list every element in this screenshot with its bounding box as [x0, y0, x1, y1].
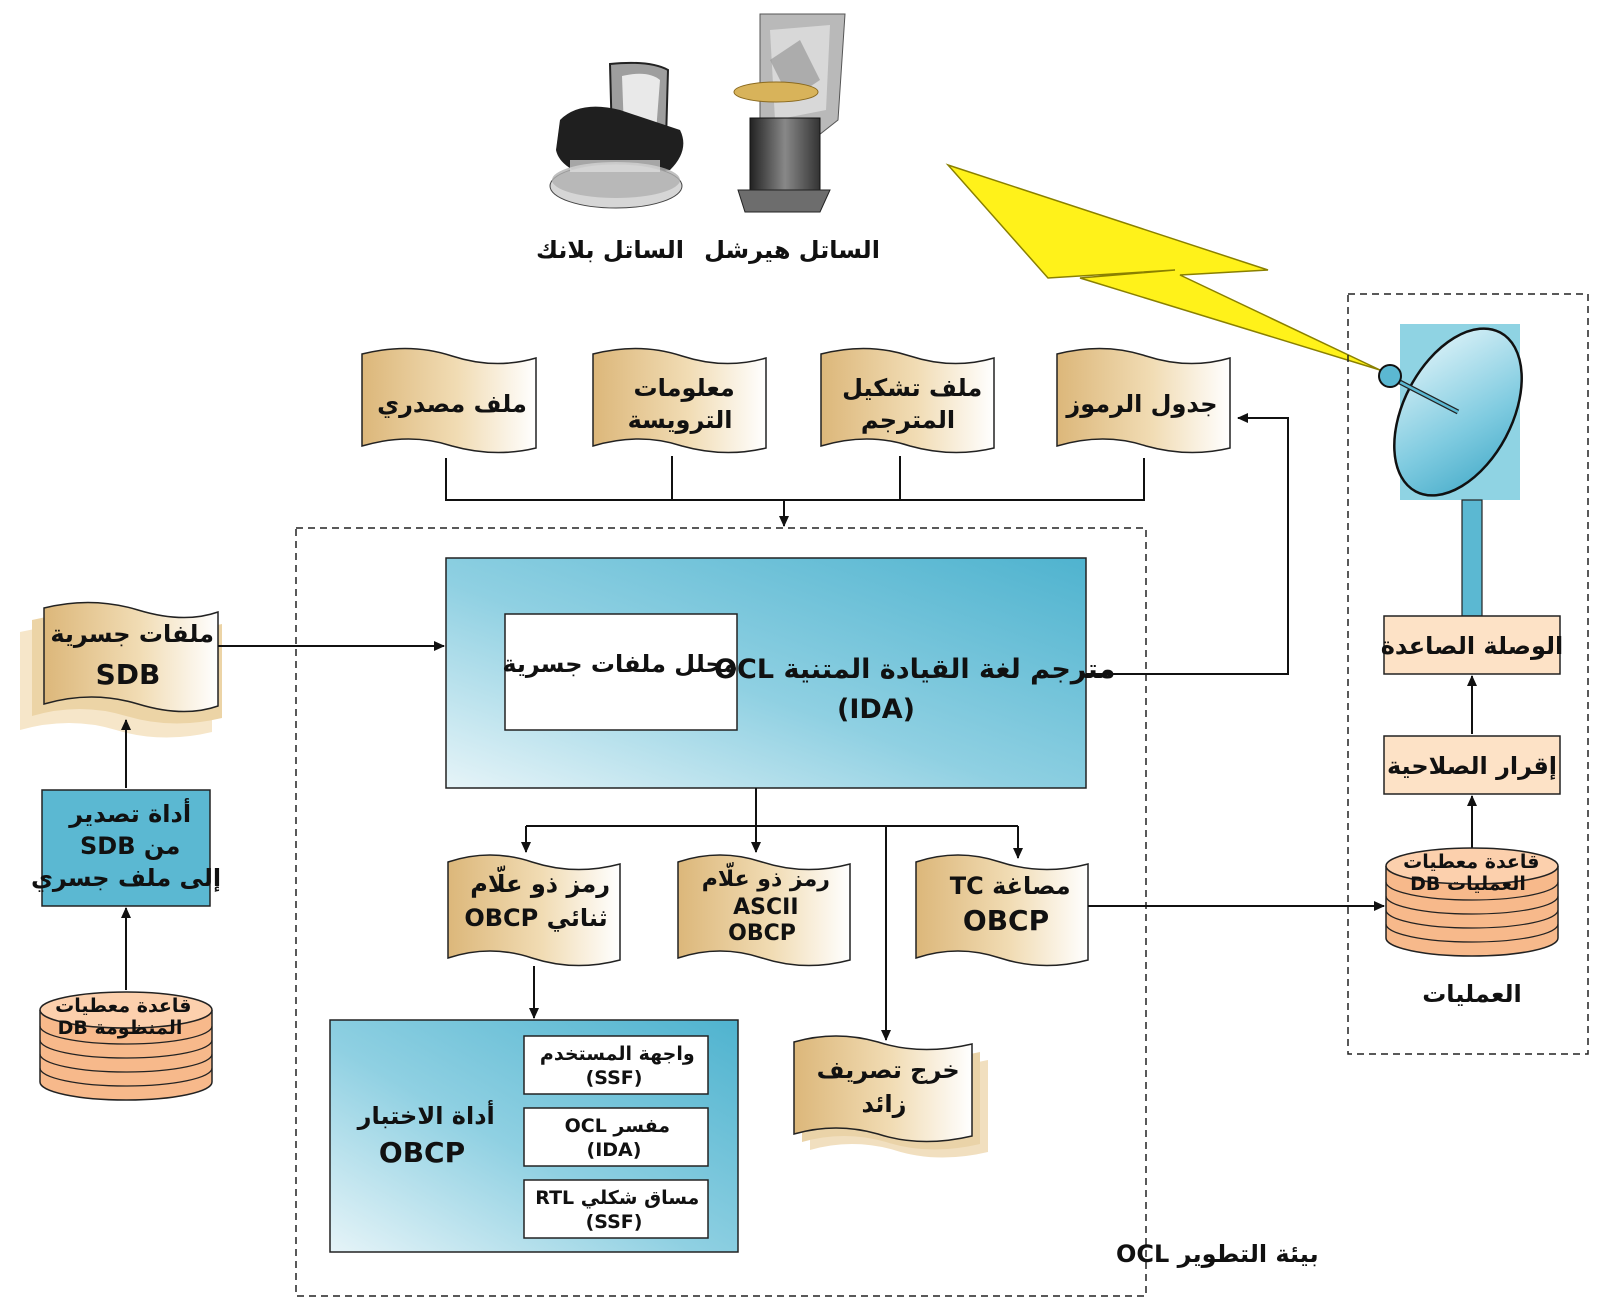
- planck-label: الساتل بلانك: [536, 236, 684, 264]
- debug-output-doc: خرج تصريف زائد: [793, 1035, 988, 1158]
- export-tool-line3: إلى ملف جسري: [31, 864, 221, 892]
- ascii-obcp-label: رمز ذو علّام ASCII OBCP: [694, 862, 830, 946]
- header-info-line2: الترويسة: [628, 406, 733, 434]
- ocl-interpreter-box: [523, 1107, 709, 1167]
- test-tool-line1: أداة الاختبار: [357, 1100, 495, 1130]
- herschel-satellite-icon: [733, 13, 846, 213]
- ocl-compiler-box: محلل ملفات جسرية مترجم لغة القيادة المتن…: [445, 557, 1116, 789]
- export-tool-label: أداة تصدير من SDB إلى ملف جسري: [31, 798, 221, 892]
- tc-obcp-line1: مصاغة TC: [950, 872, 1071, 900]
- compiler-config-line2: المترجم: [861, 406, 955, 434]
- tc-obcp-label: مصاغة TC OBCP: [941, 872, 1070, 937]
- dev-environment-label: بيئة التطوير OCL: [1116, 1240, 1319, 1268]
- herschel-label: الساتل هيرشل: [704, 236, 880, 264]
- compiler-to-symbol-table-arrow: [1086, 413, 1289, 675]
- bridge-parser-label: محلل ملفات جسرية: [502, 650, 737, 678]
- header-info-doc: معلومات الترويسة: [592, 347, 767, 454]
- ground-antenna-dish-icon: [1378, 324, 1523, 617]
- uplink-box: الوصلة الصاعدة: [1381, 615, 1564, 675]
- ocl-compiler-line1: مترجم لغة القيادة المتنية OCL: [714, 654, 1115, 685]
- rtl-sim-line1: مساق شكلي RTL: [535, 1187, 699, 1209]
- binary-obcp-doc: رمز ذو علّام ثنائي OBCP: [447, 854, 621, 967]
- export-tool-line1: أداة تصدير: [68, 798, 191, 828]
- test-tool-line2: OBCP: [379, 1136, 465, 1169]
- compiler-outputs-connector: [521, 788, 1023, 1041]
- sdb-export-tool-box: أداة تصدير من SDB إلى ملف جسري: [31, 789, 221, 907]
- test-tool-label: أداة الاختبار OBCP: [349, 1100, 494, 1169]
- ui-ssf-box: [523, 1035, 709, 1095]
- bridge-files-line1: ملفات جسرية: [50, 620, 214, 648]
- validation-box: إقرار الصلاحية: [1383, 735, 1561, 795]
- ops-db-label: قاعدة معطيات العمليات DB: [1397, 851, 1540, 895]
- binary-obcp-label: رمز ذو علّام ثنائي OBCP: [462, 866, 610, 932]
- obcp-test-tool-box: أداة الاختبار OBCP واجهة المستخدم (SSF) …: [329, 1019, 739, 1253]
- ops-db-cylinder-icon: قاعدة معطيات العمليات DB: [1385, 847, 1559, 957]
- binary-obcp-line2: ثنائي OBCP: [464, 904, 607, 932]
- ascii-obcp-doc: رمز ذو علّام ASCII OBCP: [677, 854, 851, 967]
- ocl-compiler-label: مترجم لغة القيادة المتنية OCL (IDA): [705, 654, 1116, 725]
- system-db-line1: قاعدة معطيات: [55, 995, 191, 1017]
- system-db-line2: المنظومة DB: [58, 1017, 183, 1039]
- ops-db-line1: قاعدة معطيات: [1403, 851, 1539, 873]
- inputs-connector: [445, 456, 1145, 527]
- rtl-sim-line2: (SSF): [586, 1211, 643, 1233]
- ocl-compiler-line2: (IDA): [837, 694, 915, 725]
- source-file-label: ملف مصدري: [377, 390, 527, 418]
- ascii-obcp-line2: ASCII: [733, 895, 798, 920]
- rtl-sim-box: [523, 1179, 709, 1239]
- tc-obcp-doc: مصاغة TC OBCP: [915, 854, 1089, 967]
- ascii-obcp-line1: رمز ذو علّام: [702, 862, 830, 892]
- ops-db-line2: العمليات DB: [1410, 873, 1526, 895]
- debug-output-line1: خرج تصريف: [817, 1056, 960, 1084]
- bridge-files-sdb-doc: ملفات جسرية SDB: [20, 601, 222, 738]
- rtl-sim-label: مساق شكلي RTL (SSF): [529, 1187, 700, 1233]
- debug-output-label: خرج تصريف زائد: [808, 1056, 959, 1118]
- compiler-config-line1: ملف تشكيل: [842, 374, 982, 402]
- export-tool-line2: من SDB: [80, 832, 180, 860]
- symbol-table-doc: جدول الرموز: [1056, 347, 1231, 454]
- compiler-config-label: ملف تشكيل المترجم: [834, 374, 983, 434]
- header-info-line1: معلومات: [634, 374, 735, 402]
- radio-link-bolt-icon: [945, 163, 1381, 371]
- tc-obcp-line2: OBCP: [963, 904, 1049, 937]
- operations-label: العمليات: [1422, 980, 1522, 1008]
- compiler-config-doc: ملف تشكيل المترجم: [820, 347, 995, 454]
- planck-satellite-icon: [549, 61, 684, 209]
- dev-environment-frame: [295, 527, 1147, 1297]
- ocl-interpreter-line2: (IDA): [587, 1139, 642, 1161]
- operations-frame: [1347, 293, 1589, 1055]
- source-file-doc: ملف مصدري: [361, 347, 537, 454]
- ui-ssf-label: واجهة المستخدم (SSF): [533, 1043, 694, 1089]
- system-db-label: قاعدة معطيات المنظومة DB: [49, 995, 192, 1039]
- ascii-obcp-line3: OBCP: [728, 921, 796, 946]
- header-info-label: معلومات الترويسة: [625, 374, 735, 434]
- binary-obcp-line1: رمز ذو علّام: [470, 866, 610, 898]
- ocl-interpreter-line1: مفسر OCL: [565, 1115, 670, 1137]
- validation-label: إقرار الصلاحية: [1387, 752, 1557, 780]
- system-db-cylinder-icon: قاعدة معطيات المنظومة DB: [39, 991, 213, 1101]
- uplink-label: الوصلة الصاعدة: [1381, 632, 1564, 660]
- ui-ssf-line2: (SSF): [586, 1067, 643, 1089]
- debug-output-line2: زائد: [862, 1090, 907, 1118]
- ui-ssf-line1: واجهة المستخدم: [540, 1043, 695, 1065]
- bridge-parser-box: [504, 613, 738, 731]
- bridge-files-line2: SDB: [96, 658, 161, 691]
- bridge-files-label: ملفات جسرية SDB: [42, 620, 214, 691]
- symbol-table-label: جدول الرموز: [1065, 390, 1217, 418]
- ocl-interpreter-label: مفسر OCL (IDA): [558, 1115, 670, 1161]
